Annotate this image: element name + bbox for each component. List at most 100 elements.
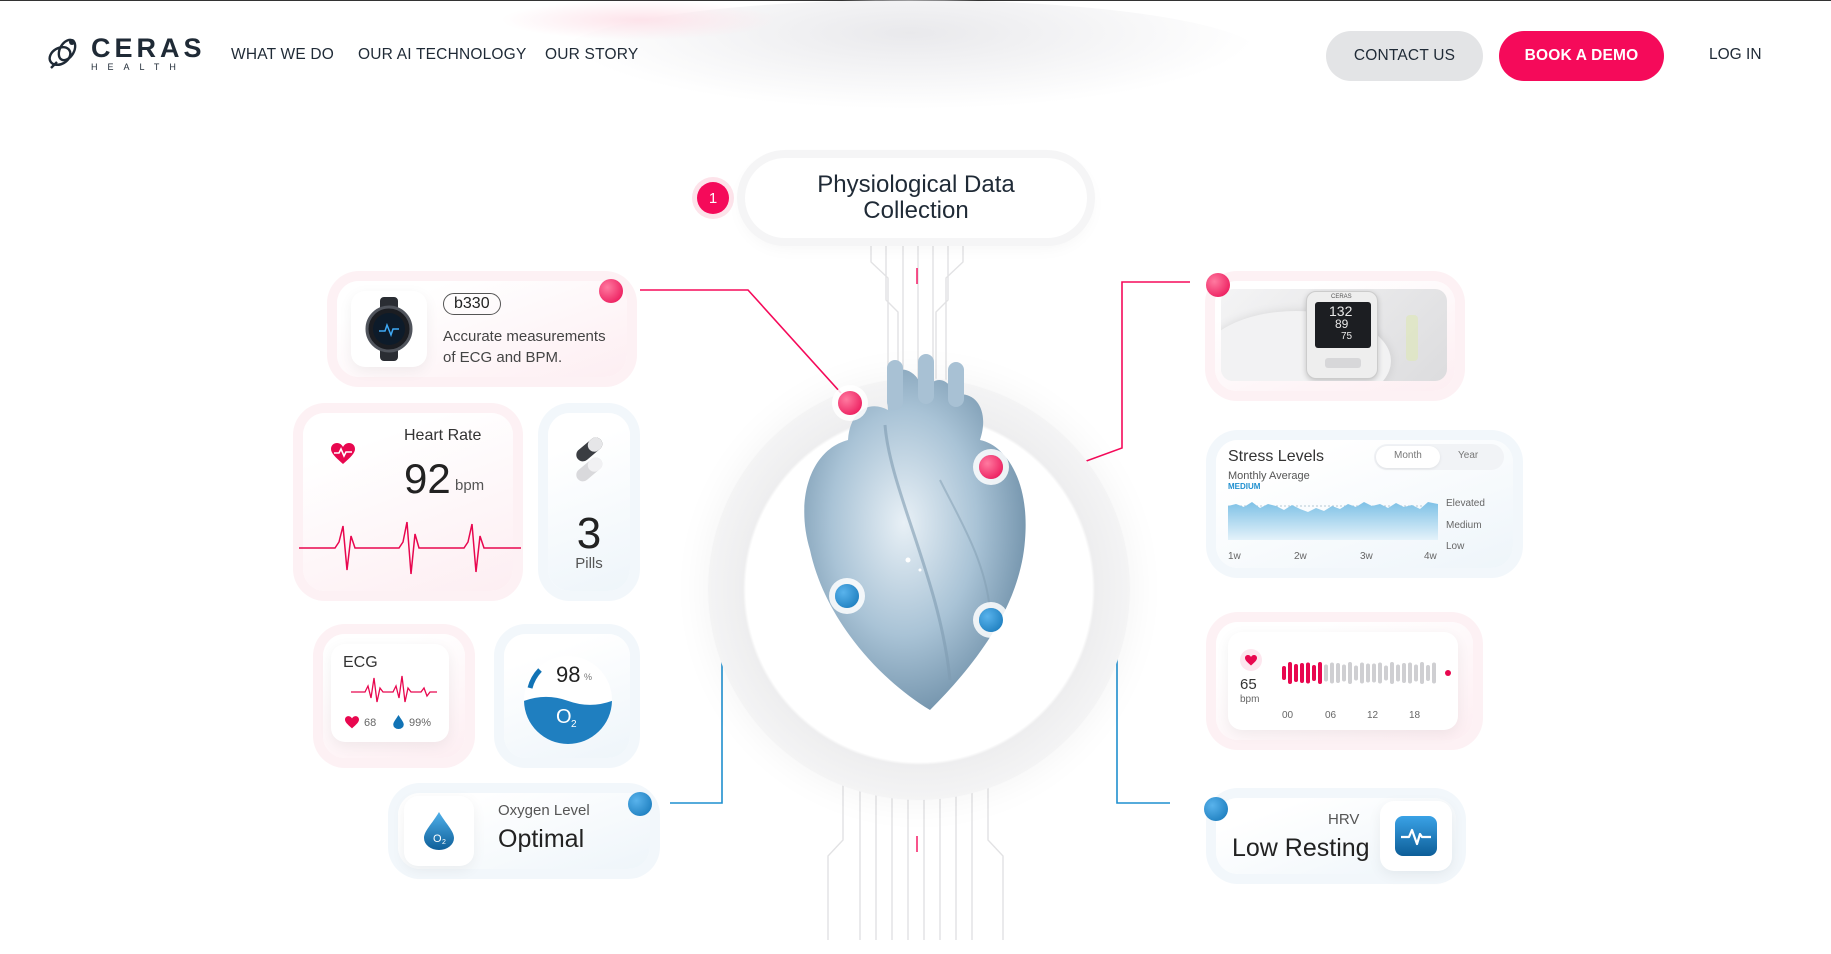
watch-desc-1: Accurate measurements	[443, 328, 606, 345]
hr-timeline-x-00: 00	[1282, 710, 1294, 721]
oxygen-drop-text: O	[433, 833, 442, 845]
hr-timeline-x-18: 18	[1409, 710, 1421, 721]
circuit-traces-bottom	[827, 785, 1004, 940]
hr-timeline-bars	[1282, 662, 1451, 684]
stress-legend-elevated: Elevated	[1446, 498, 1485, 509]
logo-wordmark: CERAS HEALTH	[91, 33, 206, 73]
stress-tab-group: Month Year	[1374, 444, 1504, 470]
hr-timeline-bar	[1360, 662, 1364, 684]
stress-legend-low: Low	[1446, 541, 1465, 552]
hr-timeline-bar	[1330, 662, 1334, 684]
hr-timeline-bar	[1312, 665, 1316, 681]
stress-levels-card: Stress Levels Month Year Monthly Average…	[1216, 440, 1513, 568]
ecg-drop-icon	[393, 715, 404, 729]
heart-rate-card: Heart Rate 92 bpm	[299, 413, 521, 591]
hr-timeline-bar	[1372, 663, 1376, 683]
pills-label: Pills	[575, 555, 603, 572]
book-demo-button[interactable]: BOOK A DEMO	[1499, 31, 1664, 81]
hr-timeline-bar	[1402, 663, 1406, 683]
stress-x-4w: 4w	[1424, 551, 1437, 562]
bp-screen: 132 89 75	[1315, 302, 1371, 348]
hr-timeline-bar	[1324, 664, 1328, 682]
hr-timeline-bar	[1408, 662, 1412, 684]
bp-card-dot	[1206, 273, 1230, 297]
bp-systolic: 132	[1329, 303, 1353, 319]
stress-x-1w: 1w	[1228, 551, 1241, 562]
ecg-heart-icon	[345, 716, 359, 729]
hr-timeline-x-06: 06	[1325, 710, 1337, 721]
stress-level: MEDIUM	[1228, 482, 1261, 491]
hrv-card-dot	[1204, 797, 1228, 821]
hr-timeline-bar	[1306, 662, 1310, 684]
login-link[interactable]: LOG IN	[1709, 46, 1762, 63]
o2-gauge-card: 98 % O 2	[504, 634, 630, 758]
stress-tab-month[interactable]	[1376, 446, 1440, 468]
circuit-traces-top	[870, 238, 964, 380]
heart-marker-blue-1	[835, 584, 859, 608]
watch-image	[351, 291, 427, 367]
bp-monitor-card: CERAS 132 89 75	[1215, 281, 1455, 391]
hr-timeline-bar	[1342, 664, 1346, 682]
watch-card-dot	[599, 279, 623, 303]
heart-pulse-icon	[331, 443, 355, 464]
heart-marker-blue-2	[979, 608, 1003, 632]
stress-area-chart	[1228, 502, 1438, 540]
logo[interactable]: CERAS HEALTH	[45, 33, 206, 73]
hr-timeline-bar	[1396, 664, 1400, 682]
stress-subtitle: Monthly Average	[1228, 470, 1310, 482]
ecg-inner: ECG 68 99%	[331, 644, 449, 742]
bp-device: CERAS 132 89 75	[1306, 291, 1378, 379]
watch-desc-2: of ECG and BPM.	[443, 349, 563, 366]
oxygen-level-card: O 2 Oxygen Level Optimal	[398, 793, 650, 869]
bp-pulse: 75	[1341, 331, 1353, 342]
bee-logo-icon	[48, 38, 77, 69]
hr-timeline-bar	[1318, 662, 1322, 684]
ecg-spo2-value: 99%	[409, 717, 432, 729]
hr-timeline-bar	[1414, 664, 1418, 682]
o2-gauge-value: 98	[556, 662, 581, 687]
contact-us-button[interactable]: CONTACT US	[1326, 31, 1483, 81]
hr-timeline-bar	[1366, 663, 1370, 683]
oxygen-drop-icon	[424, 812, 454, 850]
pills-card: 3 Pills	[548, 413, 630, 591]
hr-timeline-bar	[1288, 662, 1292, 684]
stress-x-3w: 3w	[1360, 551, 1373, 562]
hr-timeline-bar	[1354, 665, 1358, 681]
hr-timeline-inner: 65 bpm 00 06 12 18	[1228, 632, 1458, 730]
o2-gauge-symbol: O	[556, 706, 572, 728]
ecg-hr-value: 68	[364, 717, 377, 729]
site-header: CERAS HEALTH WHAT WE DO OUR AI TECHNOLOG…	[0, 0, 1831, 110]
heart-illustration	[804, 354, 1026, 710]
smartwatch-icon	[365, 297, 413, 361]
hr-timeline-bar	[1294, 664, 1298, 682]
hr-timeline-bar	[1300, 663, 1304, 683]
oxygen-card-dot	[628, 792, 652, 816]
heart-rate-value: 92	[404, 455, 451, 502]
hr-timeline-bar	[1378, 662, 1382, 684]
nav-ai-technology[interactable]: OUR AI TECHNOLOGY	[358, 46, 527, 63]
hr-timeline-bar	[1348, 662, 1352, 684]
hr-timeline-bar	[1432, 662, 1436, 684]
ecg-waveform	[351, 675, 437, 703]
oxygen-level-label: Oxygen Level	[498, 802, 590, 819]
o2-gauge	[524, 656, 612, 744]
bp-diastolic: 89	[1335, 317, 1349, 331]
hr-timeline-unit: bpm	[1240, 694, 1260, 705]
watch-card: b330 Accurate measurements of ECG and BP…	[337, 281, 627, 377]
stress-legend-medium: Medium	[1446, 520, 1482, 531]
stress-tab-year-label[interactable]: Year	[1458, 450, 1479, 461]
o2-gauge-subscript: 2	[571, 719, 577, 730]
hrv-icon-box	[1380, 801, 1452, 871]
logo-subtext: HEALTH	[91, 62, 186, 72]
heart-rate-label: Heart Rate	[404, 427, 482, 444]
logo-text: CERAS	[91, 33, 206, 63]
nav-our-story[interactable]: OUR STORY	[545, 46, 639, 63]
oxygen-icon-box: O 2	[404, 796, 474, 866]
heart-marker-pink-2	[979, 455, 1003, 479]
nav-what-we-do[interactable]: WHAT WE DO	[231, 46, 335, 63]
stress-title: Stress Levels	[1228, 448, 1325, 465]
oxygen-drop-subscript: 2	[442, 839, 446, 846]
ecg-label: ECG	[343, 654, 378, 671]
o2-gauge-unit: %	[584, 672, 593, 682]
hr-timeline-bar	[1282, 666, 1286, 680]
